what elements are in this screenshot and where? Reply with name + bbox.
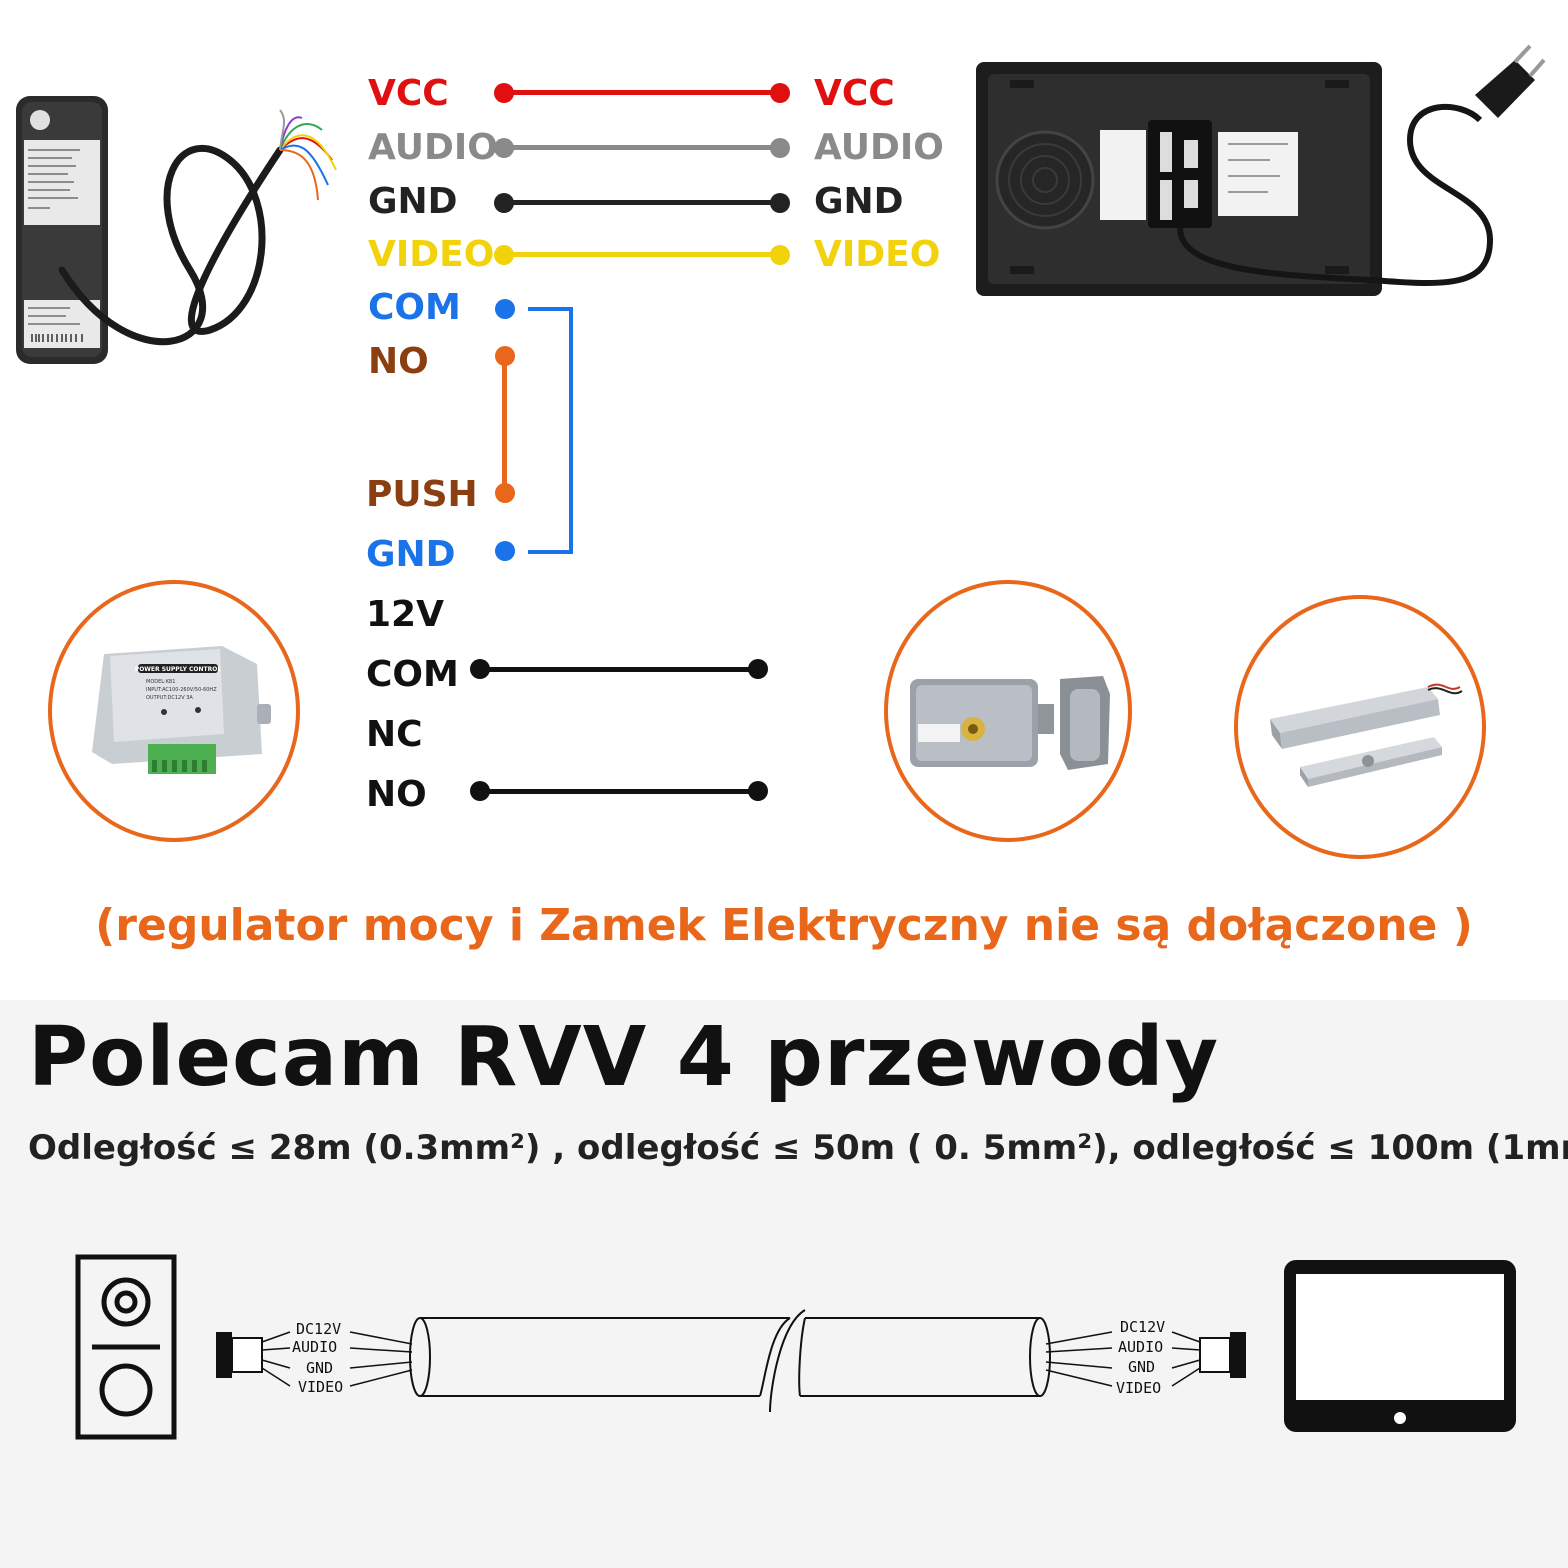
magnetic-lock-image: [1270, 683, 1463, 787]
psu-com-wire: [480, 667, 758, 672]
left-plug: [216, 1332, 263, 1378]
wire-gnd-end-right: [770, 193, 790, 213]
button-label-push: PUSH: [366, 474, 478, 515]
button-label-no: NO: [368, 341, 429, 382]
no-push-wire: [502, 356, 507, 494]
left-wire-label-dc12v: DC12V: [296, 1320, 341, 1338]
electric-lock-circle: [884, 580, 1132, 842]
power-supply-image: POWER SUPPLY CONTROL MODEL:K81 INPUT:AC1…: [92, 646, 271, 774]
right-cable-strands: [1045, 1331, 1201, 1387]
wire-audio-end-right: [770, 138, 790, 158]
right-wire-label-gnd: GND: [1128, 1358, 1155, 1376]
right-label-audio: AUDIO: [814, 127, 944, 168]
wire-gnd-end-left: [494, 193, 514, 213]
wire-gnd: [504, 200, 780, 205]
psu-com-end-right: [748, 659, 768, 679]
psu-output-text: OUTPUT:DC12V 3A: [146, 695, 193, 701]
left-label-video: VIDEO: [368, 234, 495, 275]
indoor-monitor-image: [976, 44, 1546, 296]
not-included-note: (regulator mocy i Zamek Elektryczny nie …: [95, 900, 1473, 951]
psu-input-text: INPUT:AC100-260V/50-60HZ: [146, 687, 217, 693]
magnetic-lock-circle: [1234, 595, 1486, 859]
right-wire-label-video: VIDEO: [1116, 1379, 1161, 1397]
left-label-gnd: GND: [368, 181, 458, 222]
psu-title-text: POWER SUPPLY CONTROL: [135, 666, 222, 673]
right-wire-label-dc12v: DC12V: [1120, 1318, 1165, 1336]
right-label-video: VIDEO: [814, 234, 941, 275]
wire-vcc-end-right: [770, 83, 790, 103]
right-plug: [1199, 1332, 1246, 1378]
psu-no-wire: [480, 789, 758, 794]
wire-video-end-right: [770, 245, 790, 265]
left-label-audio: AUDIO: [368, 127, 498, 168]
psu-label-no: NO: [366, 774, 427, 815]
push-terminal-dot: [495, 483, 515, 503]
psu-label-12v: 12V: [366, 594, 444, 635]
com-terminal-dot: [495, 299, 515, 319]
left-wire-label-video: VIDEO: [298, 1378, 343, 1396]
psu-label-com: COM: [366, 654, 459, 695]
wire-vcc: [504, 90, 780, 95]
wire-vcc-end-left: [494, 83, 514, 103]
right-label-vcc: VCC: [814, 73, 895, 114]
psu-label-nc: NC: [366, 714, 423, 755]
right-wire-label-audio: AUDIO: [1118, 1338, 1163, 1356]
left-wire-label-audio: AUDIO: [292, 1338, 337, 1356]
psu-com-end-left: [470, 659, 490, 679]
power-supply-circle: POWER SUPPLY CONTROL MODEL:K81 INPUT:AC1…: [48, 580, 300, 842]
button-label-com: COM: [368, 287, 461, 328]
outdoor-camera-unit-image: [16, 96, 337, 364]
wire-audio: [504, 145, 780, 150]
right-label-gnd: GND: [814, 181, 904, 222]
psu-no-end-left: [470, 781, 490, 801]
gnd-terminal-dot: [495, 541, 515, 561]
psu-no-end-right: [748, 781, 768, 801]
outdoor-unit-icon: [75, 1254, 177, 1440]
cable-connection-illustration: DC12V AUDIO GND VIDEO DC12V AUDIO GND VI…: [75, 1254, 1516, 1440]
wiring-diagram-area: VCC AUDIO GND VIDEO VCC AUDIO GND VIDEO …: [16, 44, 1546, 951]
cable-recommendation-title: Polecam RVV 4 przewody: [28, 1010, 1220, 1105]
cable-sheath: [409, 1309, 1051, 1413]
cable-distance-specs: Odległość ≤ 28m (0.3mm²) , odległość ≤ 5…: [28, 1128, 1568, 1168]
electric-lock-image: [910, 676, 1110, 770]
wire-video: [504, 252, 780, 257]
monitor-icon: [1284, 1260, 1516, 1432]
left-wire-label-gnd: GND: [306, 1359, 333, 1377]
left-label-vcc: VCC: [368, 73, 449, 114]
wire-audio-end-left: [494, 138, 514, 158]
psu-model-text: MODEL:K81: [146, 679, 175, 685]
button-label-gnd: GND: [366, 534, 456, 575]
wire-video-end-left: [494, 245, 514, 265]
left-cable-strands: [261, 1331, 413, 1387]
com-gnd-bracket-wire: [528, 307, 573, 554]
